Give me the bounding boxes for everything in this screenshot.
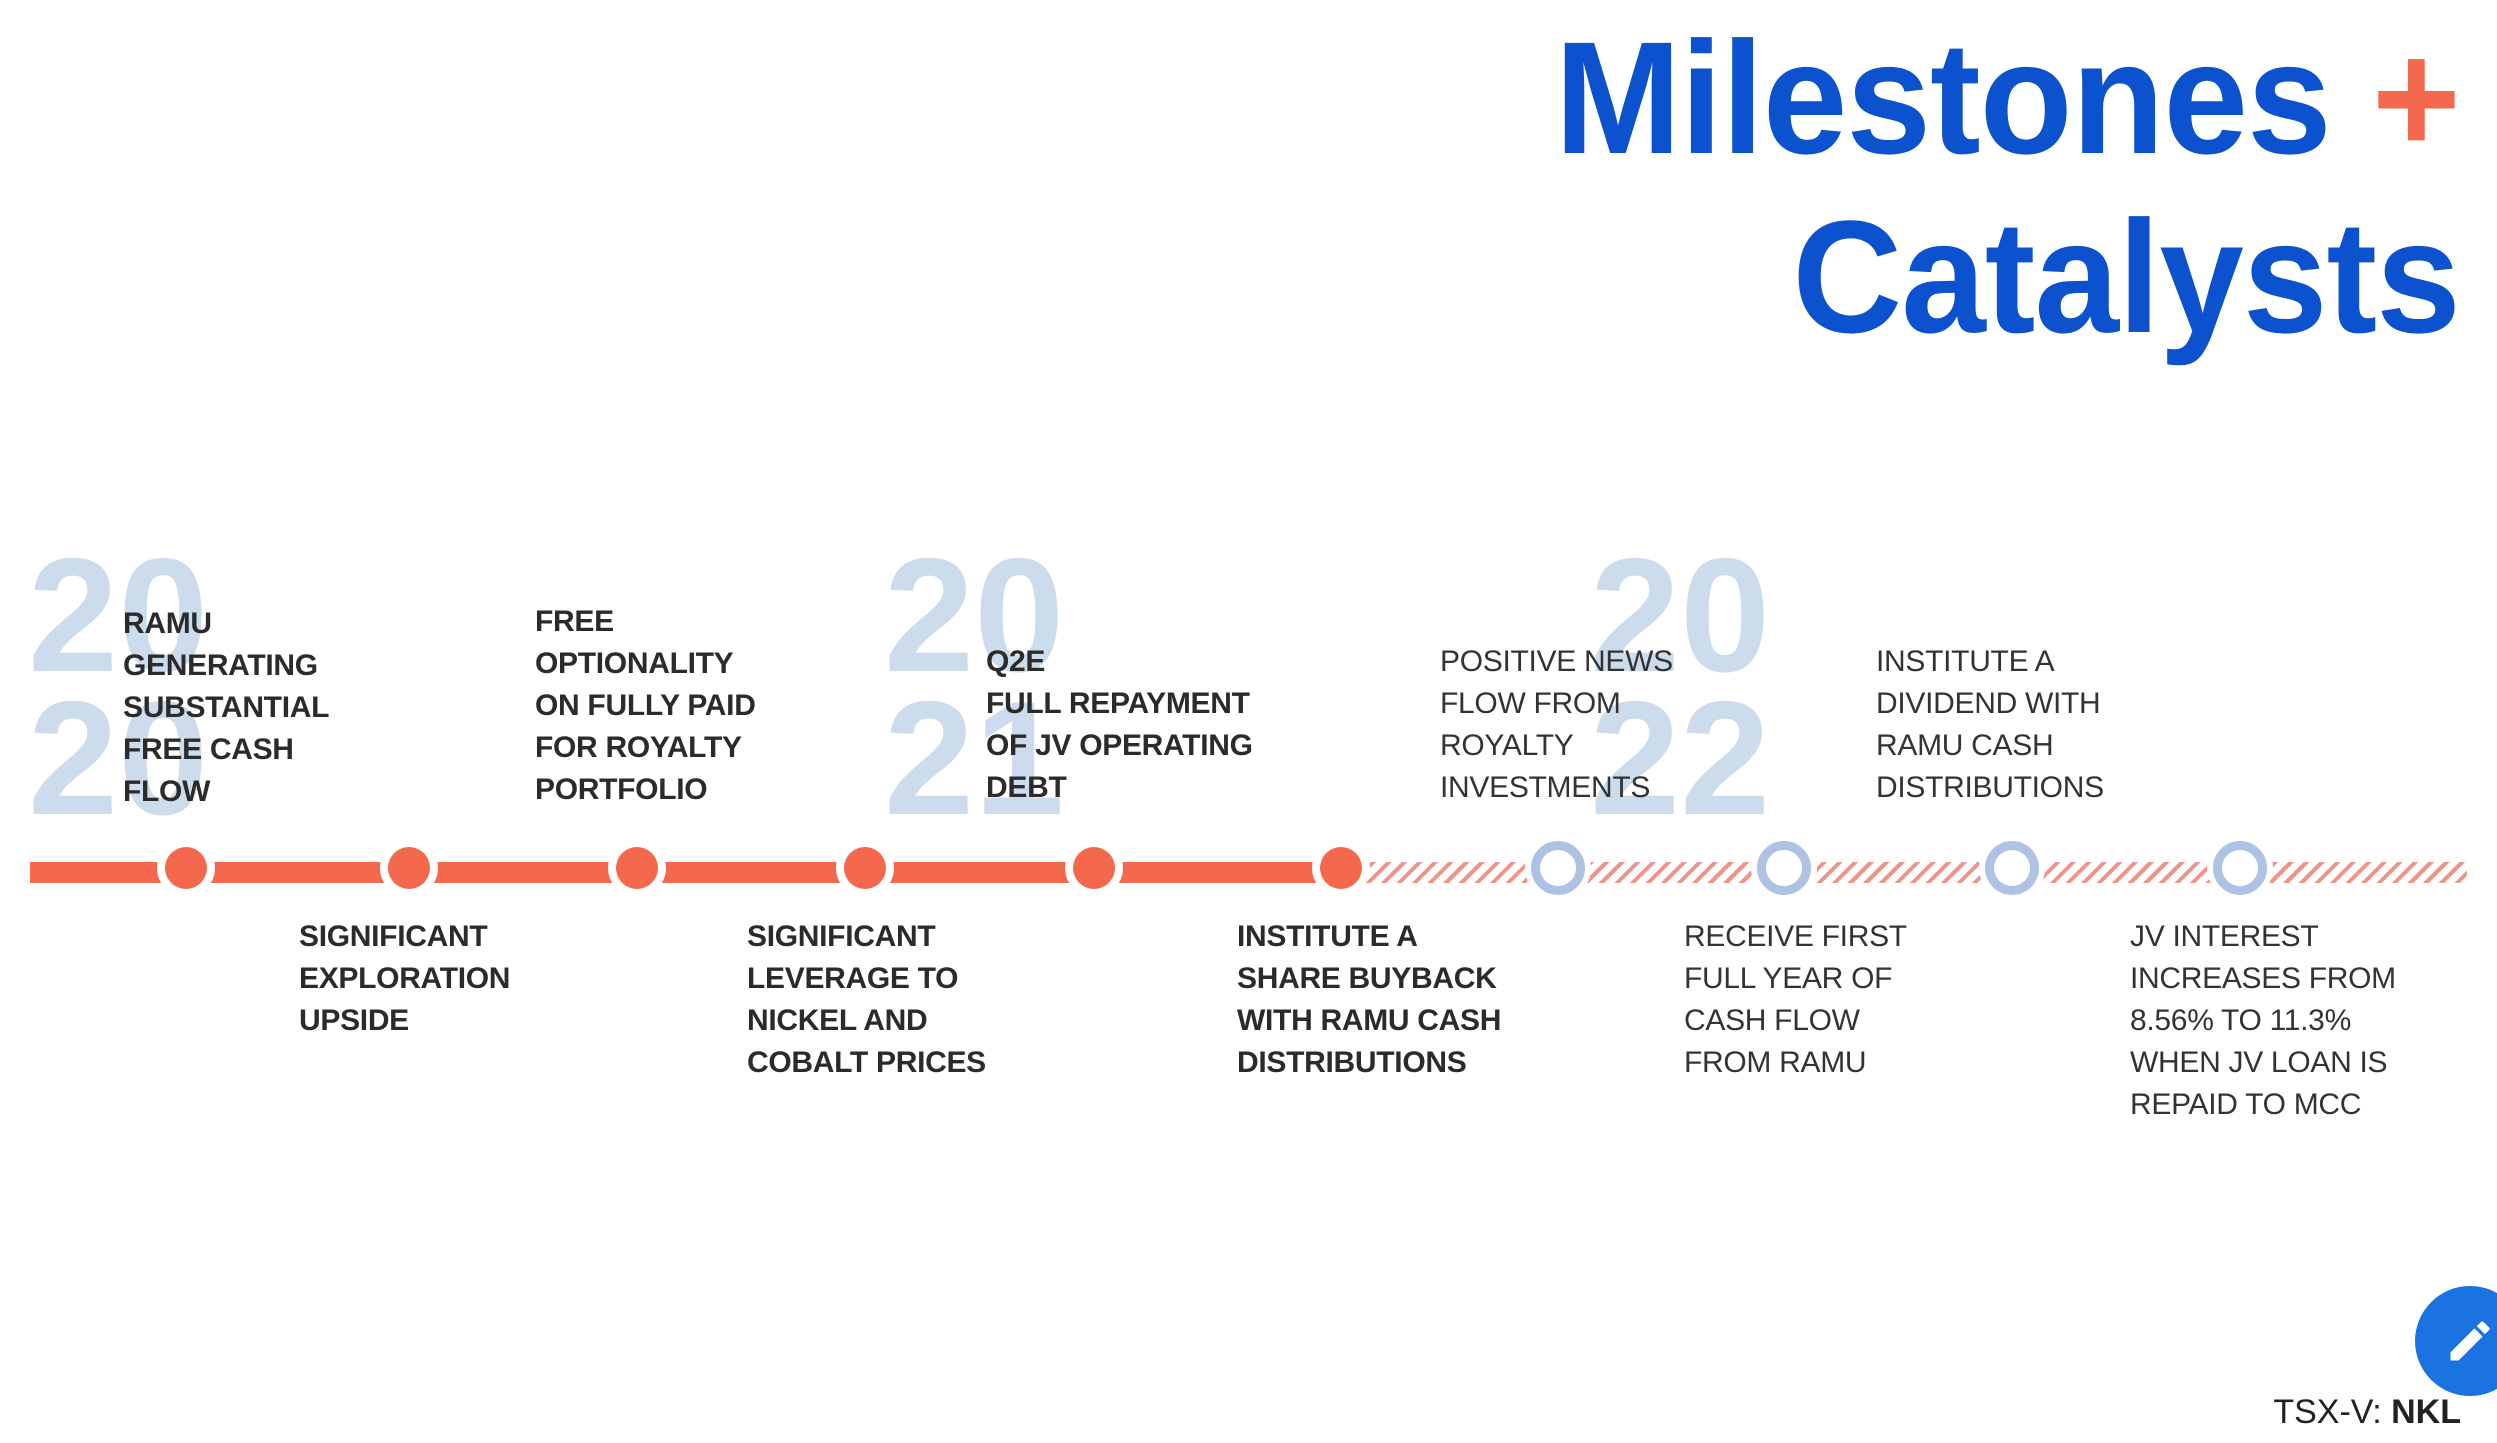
ticker-symbol: NKL — [2391, 1393, 2461, 1431]
page-title: Milestones + Catalysts — [1554, 8, 2461, 366]
year-watermark-2021: 20 21 — [884, 525, 1065, 849]
timeline-ring-future-4 — [2213, 841, 2267, 895]
pencil-icon — [2444, 1315, 2496, 1367]
timeline-bar-completed — [30, 862, 1348, 883]
milestone-label-free-optionality: FREE OPTIONALITY ON FULLY PAID FOR ROYAL… — [535, 605, 756, 806]
ticker-label: TSX-V: — [2273, 1393, 2392, 1431]
title-word-catalysts: Catalysts — [1792, 187, 2461, 366]
milestone-label-q2e-jv-debt-repayment: Q2E FULL REPAYMENT OF JV OPERATING DEBT — [986, 645, 1253, 804]
timeline-dot-completed-4 — [844, 847, 886, 889]
timeline-dot-completed-3 — [616, 847, 658, 889]
timeline-ring-future-2 — [1757, 841, 1811, 895]
title-line-1: Milestones + — [1554, 8, 2461, 187]
timeline-ring-future-3 — [1985, 841, 2039, 895]
timeline-bar-future-hatched — [1355, 862, 2467, 883]
timeline-dot-completed-6 — [1320, 847, 1362, 889]
edit-button[interactable] — [2415, 1286, 2497, 1396]
timeline-ring-future-1 — [1531, 841, 1585, 895]
milestone-label-positive-news-flow: POSITIVE NEWS FLOW FROM ROYALTY INVESTME… — [1440, 645, 1673, 804]
timeline-dot-completed-5 — [1073, 847, 1115, 889]
milestone-label-leverage-nickel-cobalt: SIGNIFICANT LEVERAGE TO NICKEL AND COBAL… — [747, 920, 986, 1079]
milestone-label-institute-dividend: INSTITUTE A DIVIDEND WITH RAMU CASH DIST… — [1876, 645, 2104, 804]
ticker: TSX-V: NKL — [2273, 1392, 2461, 1432]
milestone-label-share-buyback: INSTITUTE A SHARE BUYBACK WITH RAMU CASH… — [1237, 920, 1502, 1079]
milestone-label-ramu-free-cash-flow: RAMU GENERATING SUBSTANTIAL FREE CASH FL… — [123, 607, 330, 808]
title-line-2: Catalysts — [1555, 187, 2461, 366]
timeline-dot-completed-1 — [165, 847, 207, 889]
title-plus-sign: + — [2372, 8, 2461, 187]
milestone-label-jv-interest-increase: JV INTEREST INCREASES FROM 8.56% TO 11.3… — [2130, 920, 2396, 1121]
year-watermark-2022: 20 22 — [1590, 525, 1771, 849]
timeline-dot-completed-2 — [388, 847, 430, 889]
title-word-milestones: Milestones — [1554, 8, 2332, 187]
year-watermark-2020: 20 20 — [28, 525, 209, 849]
milestone-label-exploration-upside: SIGNIFICANT EXPLORATION UPSIDE — [299, 920, 511, 1037]
milestone-label-first-full-year-cash: RECEIVE FIRST FULL YEAR OF CASH FLOW FRO… — [1684, 920, 1907, 1079]
